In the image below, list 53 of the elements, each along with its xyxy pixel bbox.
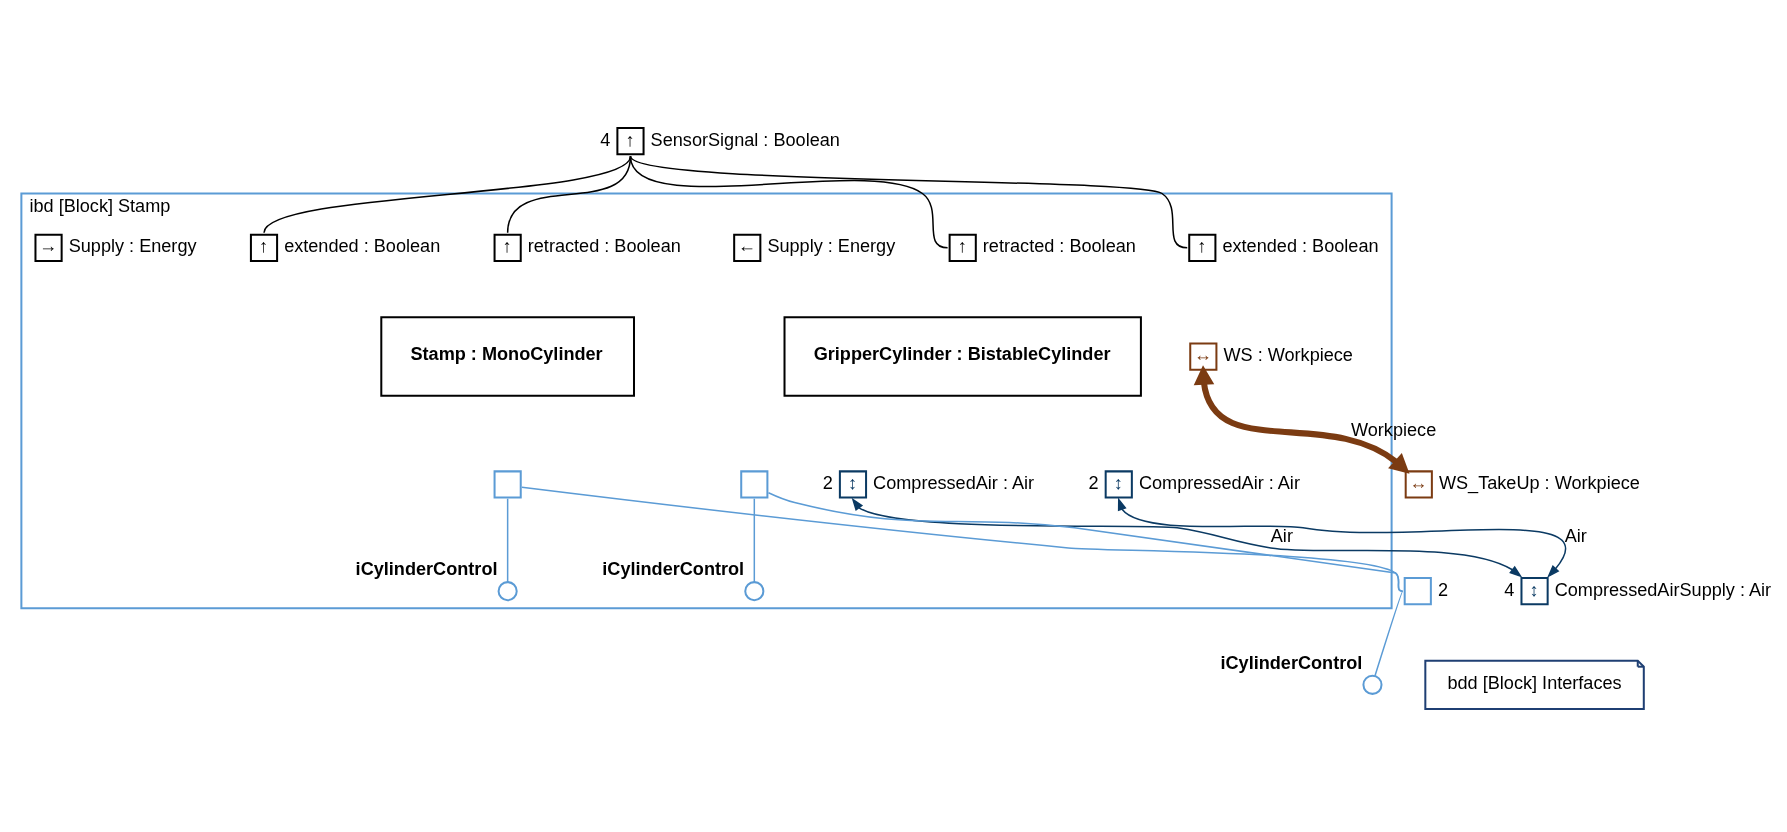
connector: [262, 155, 631, 234]
node-box: [739, 470, 768, 499]
node-box: ↑: [249, 233, 278, 262]
node-box: GripperCylinder : BistableCylinder: [783, 316, 1142, 397]
node-label: Supply : Energy: [766, 236, 895, 257]
arrow: [1193, 365, 1409, 474]
node-box: ↕: [1519, 577, 1549, 606]
node-label: CompressedAirSupply : Air: [1554, 579, 1771, 600]
node-box: ↔: [1404, 470, 1433, 499]
connector: [520, 486, 1403, 592]
node-circle: [743, 581, 764, 602]
edge-label: Air: [1270, 526, 1293, 547]
connector: [629, 155, 948, 249]
connector: [767, 492, 1403, 592]
node-box: [1403, 577, 1432, 606]
node-label: retracted : Boolean: [982, 236, 1136, 257]
node-label: 2: [1088, 472, 1099, 493]
node-box: [493, 470, 522, 499]
connector: [629, 155, 1188, 249]
node-label: WS : Workpiece: [1222, 345, 1353, 366]
node-label: iCylinderControl: [355, 559, 497, 580]
node-label: 2: [822, 472, 833, 493]
node-label: Supply : Energy: [68, 236, 197, 257]
node-box: ↕: [1104, 470, 1133, 499]
node-box: ↕: [838, 470, 867, 499]
node-box: ↔: [1188, 342, 1217, 371]
node-box: ↑: [615, 127, 645, 156]
node-label: CompressedAir : Air: [872, 472, 1034, 493]
node-label: retracted : Boolean: [527, 236, 681, 257]
connector: [753, 497, 755, 583]
node-label: extended : Boolean: [283, 236, 440, 257]
node-box: ↑: [1187, 233, 1216, 262]
node-label: extended : Boolean: [1221, 236, 1379, 257]
arrow: [1117, 497, 1565, 578]
edge-label: Air: [1564, 526, 1587, 547]
arrow: [851, 497, 1522, 578]
node-box: ↑: [493, 233, 522, 262]
connector: [1373, 590, 1403, 677]
node-box: →: [33, 233, 63, 262]
node-label: SensorSignal : Boolean: [650, 129, 840, 150]
connector: [506, 497, 508, 583]
node-label: 4: [599, 129, 610, 150]
node-box: ↑: [948, 233, 977, 262]
node-label: 2: [1437, 579, 1448, 600]
node-box: ←: [732, 233, 761, 262]
node-label: 4: [1503, 579, 1514, 600]
node-box: Stamp : MonoCylinder: [379, 316, 635, 397]
node-label: iCylinderControl: [601, 559, 744, 580]
node-circle: [1361, 674, 1383, 695]
node-label: CompressedAir : Air: [1138, 472, 1300, 493]
node-circle: [497, 581, 518, 602]
node-label: WS_TakeUp : Workpiece: [1438, 472, 1640, 493]
node-label: iCylinderControl: [1219, 653, 1362, 674]
